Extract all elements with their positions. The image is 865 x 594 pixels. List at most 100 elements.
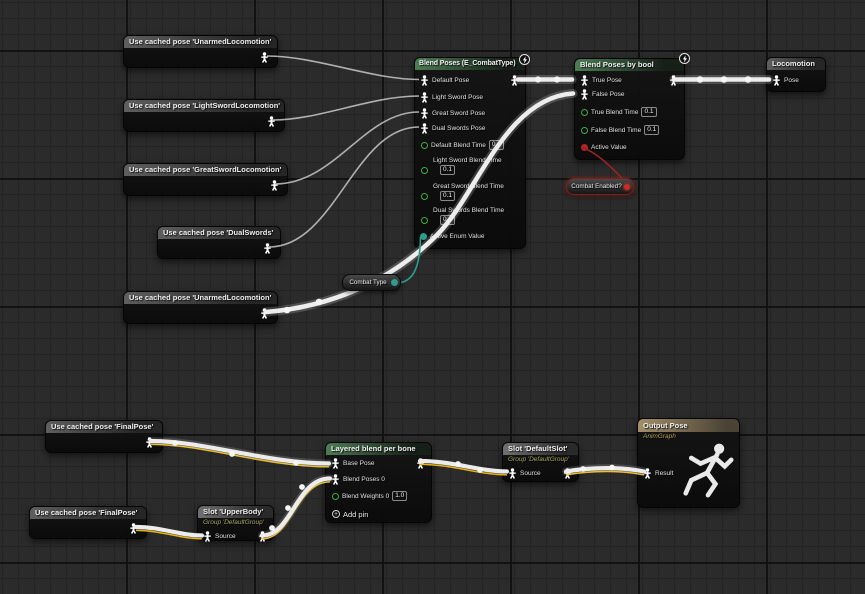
node-locomotion[interactable]: Locomotion Pose (766, 57, 826, 92)
pin-false-blend-time[interactable]: False Blend Time 0.1 (581, 125, 660, 135)
add-pin-button[interactable]: + Add pin (332, 509, 368, 519)
blend-weight-value[interactable]: 1.0 (392, 491, 408, 501)
pin-pose-input[interactable]: Pose (772, 74, 799, 86)
node-cached-greatsword[interactable]: Use cached pose 'GreatSwordLocomotion' (123, 163, 288, 196)
node-cached-unarmed-2[interactable]: Use cached pose 'UnarmedLocomotion' (123, 291, 278, 324)
pin-light-sword-blend-time[interactable]: 0.1 (421, 165, 456, 175)
blend-time-value[interactable]: 0.1 (644, 125, 660, 135)
pose-output-pin[interactable] (263, 243, 272, 254)
pin-blend-poses-0[interactable]: Blend Poses 0 (331, 473, 385, 485)
blend-time-value[interactable]: 0.1 (440, 215, 456, 225)
enum-pin-icon (420, 232, 427, 240)
pin-label: Dual Swords Blend Time (433, 207, 505, 214)
bool-pin-icon (581, 143, 588, 151)
pin-great-sword-pose[interactable]: Great Sword Pose (420, 107, 486, 119)
wire-dualswords-to-dual (268, 126, 420, 248)
node-cached-final-2[interactable]: Use cached pose 'FinalPose' (29, 506, 147, 539)
pin-label: Great Sword Pose (432, 109, 486, 117)
pose-output-pin[interactable] (669, 75, 678, 86)
pin-label: False Pose (592, 90, 625, 98)
person-pose-icon (204, 530, 211, 542)
person-pose-icon (146, 437, 153, 448)
pin-great-sword-blend-time[interactable]: 0.1 (421, 191, 456, 201)
pin-default-pose[interactable]: Default Pose (420, 74, 469, 86)
pose-output-pin[interactable] (258, 531, 267, 542)
pin-label: True Pose (592, 76, 622, 84)
person-pose-icon (268, 116, 275, 127)
node-title: Use cached pose 'FinalPose' (30, 507, 146, 519)
node-combat-type[interactable]: Combat Type (342, 274, 401, 291)
node-blend-poses-enum[interactable]: Blend Poses (E_CombatType) Default Pose … (414, 57, 526, 249)
person-pose-icon (581, 88, 588, 100)
node-title: Use cached pose 'GreatSwordLocomotion' (124, 164, 287, 176)
pose-output-pin[interactable] (510, 75, 519, 86)
person-pose-icon (421, 74, 428, 86)
node-title: Output Pose (638, 419, 739, 432)
fast-path-lightning-icon (679, 53, 690, 64)
node-cached-dualswords[interactable]: Use cached pose 'DualSwords' (157, 226, 281, 259)
person-pose-icon (670, 75, 677, 86)
pin-label: Blend Weights 0 (342, 492, 390, 500)
node-cached-unarmed-1[interactable]: Use cached pose 'UnarmedLocomotion' (123, 35, 278, 68)
pin-false-pose[interactable]: False Pose (580, 88, 625, 100)
node-title: Use cached pose 'DualSwords' (158, 227, 280, 239)
node-output-pose[interactable]: Output Pose AnimGraph Result (637, 418, 740, 508)
node-combat-enabled[interactable]: Combat Enabled? (566, 178, 634, 195)
pin-label: Source (215, 532, 236, 540)
pose-output-pin[interactable] (416, 458, 425, 469)
node-title: Use cached pose 'UnarmedLocomotion' (124, 36, 277, 48)
pin-active-enum-value[interactable]: Active Enum Value (420, 231, 484, 241)
node-title: Use cached pose 'UnarmedLocomotion' (124, 292, 277, 304)
pose-output-pin[interactable] (267, 116, 276, 127)
node-blend-poses-bool[interactable]: Blend Poses by bool True Pose False Pose… (574, 58, 685, 160)
blend-time-value[interactable]: 0.1 (440, 191, 456, 201)
person-pose-icon (421, 107, 428, 119)
pin-light-sword-pose[interactable]: Light Sword Pose (420, 91, 483, 103)
blend-time-value[interactable]: 0.1 (641, 107, 657, 117)
pose-output-pin[interactable] (260, 308, 269, 319)
person-pose-icon (271, 180, 278, 191)
pose-output-pin[interactable] (563, 468, 572, 479)
person-pose-icon (130, 523, 137, 534)
node-cached-final-1[interactable]: Use cached pose 'FinalPose' (45, 420, 163, 453)
pin-label: Pose (784, 76, 799, 84)
node-title: Blend Poses (E_CombatType) (415, 58, 525, 70)
person-pose-icon (261, 308, 268, 319)
pin-source[interactable]: Source (508, 467, 541, 479)
blend-time-value[interactable]: 0.1 (488, 140, 504, 150)
pose-output-pin[interactable] (270, 180, 279, 191)
pin-blend-weights-0[interactable]: Blend Weights 0 1.0 (332, 491, 408, 501)
pin-default-blend-time[interactable]: Default Blend Time 0.1 (421, 140, 504, 150)
node-subtitle: AnimGraph (643, 433, 676, 440)
pin-active-value[interactable]: Active Value (581, 142, 627, 152)
pin-dual-swords-pose[interactable]: Dual Swords Pose (420, 122, 486, 134)
node-title: Slot 'DefaultSlot' (503, 443, 578, 455)
pose-output-pin[interactable] (260, 52, 269, 63)
pin-source[interactable]: Source (203, 530, 236, 542)
node-cached-lightsword[interactable]: Use cached pose 'LightSwordLocomotion' (123, 99, 285, 132)
node-slot-default[interactable]: Slot 'DefaultSlot' Group 'DefaultGroup' … (502, 442, 579, 482)
node-slot-upperbody[interactable]: Slot 'UpperBody' Group 'DefaultGroup' So… (197, 505, 274, 542)
pin-dual-swords-blend-time[interactable]: 0.1 (421, 215, 456, 225)
bool-output-pin[interactable] (624, 183, 630, 190)
pin-true-blend-time[interactable]: True Blend Time 0.1 (581, 107, 657, 117)
node-layered-blend-per-bone[interactable]: Layered blend per bone Base Pose Blend P… (325, 442, 432, 523)
wire-unarmed-to-default (266, 55, 420, 81)
float-pin-icon (581, 108, 588, 116)
person-pose-icon (511, 75, 518, 86)
pose-output-pin[interactable] (129, 523, 138, 534)
pin-label: Blend Poses 0 (343, 475, 385, 483)
pin-base-pose[interactable]: Base Pose (331, 457, 375, 469)
blend-time-value[interactable]: 0.1 (440, 165, 456, 175)
pin-label: Dual Swords Pose (432, 124, 486, 132)
running-figure-icon (682, 441, 734, 506)
pin-result[interactable]: Result (643, 467, 673, 479)
pin-true-pose[interactable]: True Pose (580, 74, 622, 86)
pin-label: Base Pose (343, 459, 375, 467)
float-pin-icon (421, 141, 428, 149)
pin-label: Default Blend Time (431, 141, 486, 149)
float-pin-icon (581, 126, 588, 134)
pose-output-pin[interactable] (145, 437, 154, 448)
enum-output-pin[interactable] (391, 279, 398, 286)
